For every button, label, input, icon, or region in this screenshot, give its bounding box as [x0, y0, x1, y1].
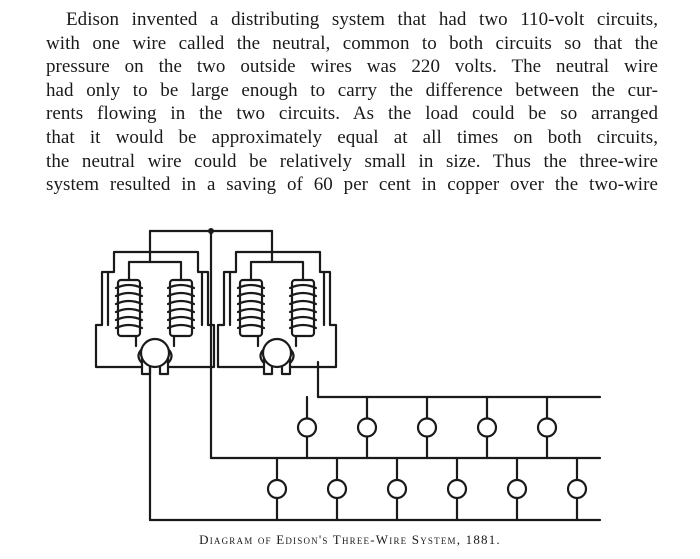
lamp	[418, 397, 436, 458]
lamp-row-lower	[268, 458, 586, 520]
lamp	[508, 458, 526, 520]
body-paragraph: Edison invented a distributing system th…	[46, 8, 658, 197]
paragraph-line: with one wire called the neutral, common…	[46, 32, 658, 54]
lamp-row-upper	[298, 397, 556, 458]
lamp	[268, 458, 286, 520]
lamp	[388, 458, 406, 520]
negative-wire	[150, 367, 600, 520]
lamp	[298, 397, 316, 458]
dynamo-right	[218, 252, 336, 374]
top-bridge-wire	[150, 231, 272, 262]
paragraph-line: had only to be large enough to carry the…	[46, 79, 658, 101]
paragraph-line: system resulted in a saving of 60 per ce…	[46, 174, 658, 196]
paragraph-line: rents flowing in the two circuits. As th…	[46, 103, 658, 125]
paragraph-line: the neutral wire could be relatively sma…	[46, 150, 658, 172]
positive-wire	[318, 362, 600, 397]
lamp	[478, 397, 496, 458]
paragraph-line: pressure on the two outside wires was 22…	[46, 56, 658, 78]
paragraph-line: that it would be approximately equal at …	[46, 126, 658, 148]
figure-caption: Diagram of Edison's Three-Wire System, 1…	[199, 532, 501, 547]
paragraph-line: Edison invented a distributing system th…	[66, 9, 658, 30]
three-wire-system-diagram	[90, 228, 610, 527]
lamp	[568, 458, 586, 520]
lamp	[448, 458, 466, 520]
lamp	[358, 397, 376, 458]
dynamo-left	[96, 252, 214, 374]
lamp	[538, 397, 556, 458]
lamp	[328, 458, 346, 520]
